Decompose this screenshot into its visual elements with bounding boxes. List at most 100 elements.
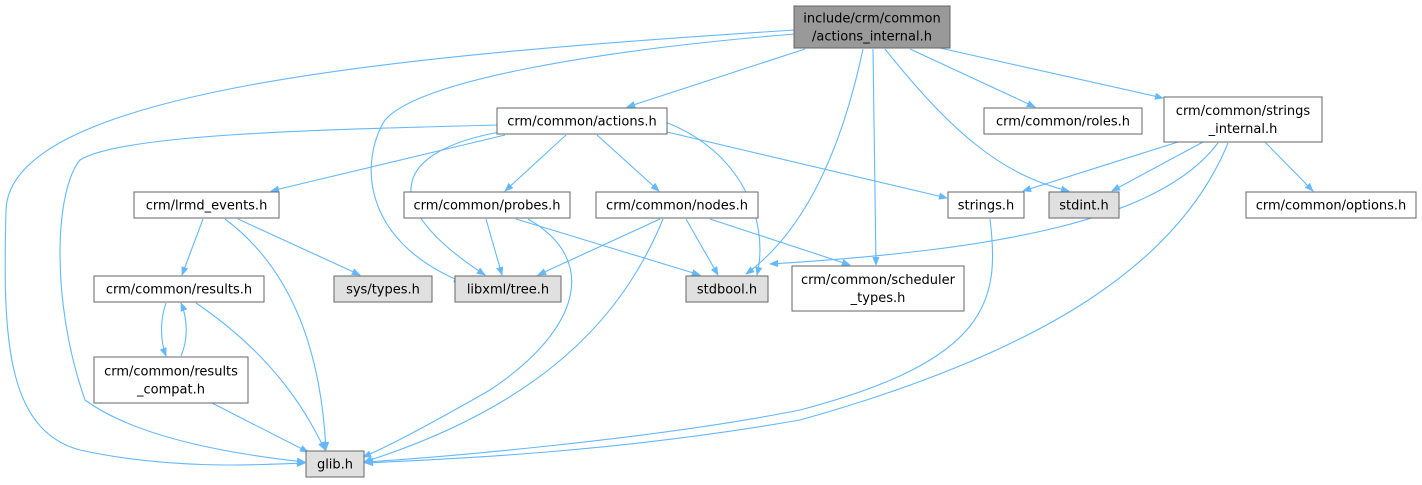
edge-actions-to-probes: [504, 134, 567, 192]
edge-line: [666, 131, 948, 200]
edge-nodes-to-stdbool: [685, 218, 719, 276]
node-label: _types.h: [850, 291, 906, 306]
edge-actions-to-nodes: [596, 134, 660, 192]
header-nodes: include/crm/common/actions_internal.hcrm…: [93, 5, 1417, 478]
edge-line: [626, 48, 806, 108]
node-box: [793, 5, 951, 49]
node-stdint: stdint.h: [1048, 191, 1120, 219]
node-strings-internal[interactable]: crm/common/strings_internal.h: [1163, 96, 1323, 143]
node-label: crm/common/options.h: [1256, 199, 1407, 214]
node-actions[interactable]: crm/common/actions.h: [496, 107, 668, 135]
edge-line: [59, 124, 499, 465]
edge-line: [1022, 141, 1179, 192]
edge-line: [485, 218, 504, 276]
edge-line: [1264, 141, 1314, 192]
node-label: libxml/tree.h: [467, 283, 549, 298]
edge-strings_internal-to-strings_h: [1022, 141, 1179, 192]
edge-line: [515, 218, 701, 277]
edge-line: [884, 48, 1070, 193]
node-label: _compat.h: [136, 383, 205, 398]
node-label: include/crm/common: [803, 12, 940, 27]
node-label: _internal.h: [1208, 122, 1278, 137]
node-nodes[interactable]: crm/common/nodes.h: [595, 191, 759, 219]
edge-line: [769, 142, 1219, 268]
node-label: stdint.h: [1059, 199, 1108, 214]
edge-line: [211, 402, 309, 453]
edge-line: [363, 218, 664, 463]
edge-root-to-scheduler_types: [872, 48, 880, 266]
edge-line: [159, 302, 167, 357]
node-box: [983, 107, 1143, 135]
edge-line: [370, 33, 796, 283]
node-label: crm/common/probes.h: [414, 199, 561, 214]
node-box: [333, 275, 433, 303]
edge-line: [537, 218, 661, 276]
edge-line: [181, 218, 204, 276]
edge-root-to-glib: [4, 29, 796, 467]
node-results-compat[interactable]: crm/common/results_compat.h: [93, 356, 249, 404]
node-box: [685, 275, 769, 303]
edge-line: [410, 131, 501, 276]
node-stdbool: stdbool.h: [685, 275, 769, 303]
node-strings-h[interactable]: strings.h: [947, 191, 1025, 219]
node-box: [791, 265, 965, 312]
edge-line: [872, 48, 880, 266]
edge-root-to-stdbool: [745, 48, 864, 275]
edge-line: [364, 218, 994, 466]
node-root[interactable]: include/crm/common/actions_internal.h: [793, 5, 951, 49]
node-box: [947, 191, 1025, 219]
edge-root-to-roles: [909, 48, 1036, 108]
node-box: [496, 107, 668, 135]
edge-root-to-strings_internal: [939, 47, 1164, 100]
node-box: [454, 275, 562, 303]
node-lrmd-events[interactable]: crm/lrmd_events.h: [133, 191, 280, 219]
node-results[interactable]: crm/common/results.h: [93, 275, 265, 303]
node-box: [93, 356, 249, 404]
node-label: crm/common/actions.h: [507, 115, 656, 130]
edge-results-to-results_compat: [159, 302, 167, 357]
node-box: [403, 191, 571, 219]
edge-line: [362, 218, 573, 458]
edge-line: [237, 218, 361, 276]
edge-strings_internal-to-glib: [364, 142, 1229, 467]
edge-nodes-to-scheduler_types: [709, 218, 851, 266]
node-label: crm/common/nodes.h: [606, 199, 748, 214]
edge-line: [270, 134, 506, 193]
node-scheduler-types[interactable]: crm/common/scheduler _types.h: [791, 265, 965, 312]
node-label: crm/lrmd_events.h: [146, 199, 268, 214]
edge-nodes-to-glib: [363, 218, 664, 463]
edge-line: [195, 302, 326, 451]
node-box: [1048, 191, 1120, 219]
node-roles[interactable]: crm/common/roles.h: [983, 107, 1143, 135]
edge-lrmd_events-to-systypes: [237, 218, 361, 276]
node-box: [595, 191, 759, 219]
edge-line: [504, 134, 567, 192]
edge-actions-to-strings_h: [666, 131, 948, 200]
edge-actions-to-stdbool: [664, 121, 763, 276]
edge-actions-to-tree: [410, 131, 501, 276]
edge-strings_internal-to-stdbool: [769, 142, 1219, 268]
edge-results_compat-to-results: [180, 302, 188, 357]
edge-lrmd_events-to-glib: [224, 218, 330, 451]
node-systypes: sys/types.h: [333, 275, 433, 303]
node-label: strings.h: [958, 199, 1014, 214]
node-label: sys/types.h: [346, 283, 420, 298]
node-label: crm/common/scheduler: [801, 273, 956, 288]
node-label: crm/common/results.h: [106, 283, 252, 298]
dependency-edges: [4, 29, 1314, 467]
edge-line: [664, 121, 763, 276]
node-probes[interactable]: crm/common/probes.h: [403, 191, 571, 219]
edge-root-to-stdint: [884, 48, 1070, 193]
node-options[interactable]: crm/common/options.h: [1245, 191, 1417, 219]
edge-line: [745, 48, 864, 275]
node-label: glib.h: [317, 458, 353, 473]
node-box: [1245, 191, 1417, 219]
edge-line: [224, 218, 330, 451]
edge-root-to-actions: [626, 48, 806, 108]
edge-strings_internal-to-stdint: [1111, 141, 1204, 192]
node-box: [1163, 96, 1323, 143]
node-label: /actions_internal.h: [812, 30, 932, 45]
edge-nodes-to-tree: [537, 218, 661, 276]
edge-actions-to-glib: [59, 124, 499, 465]
